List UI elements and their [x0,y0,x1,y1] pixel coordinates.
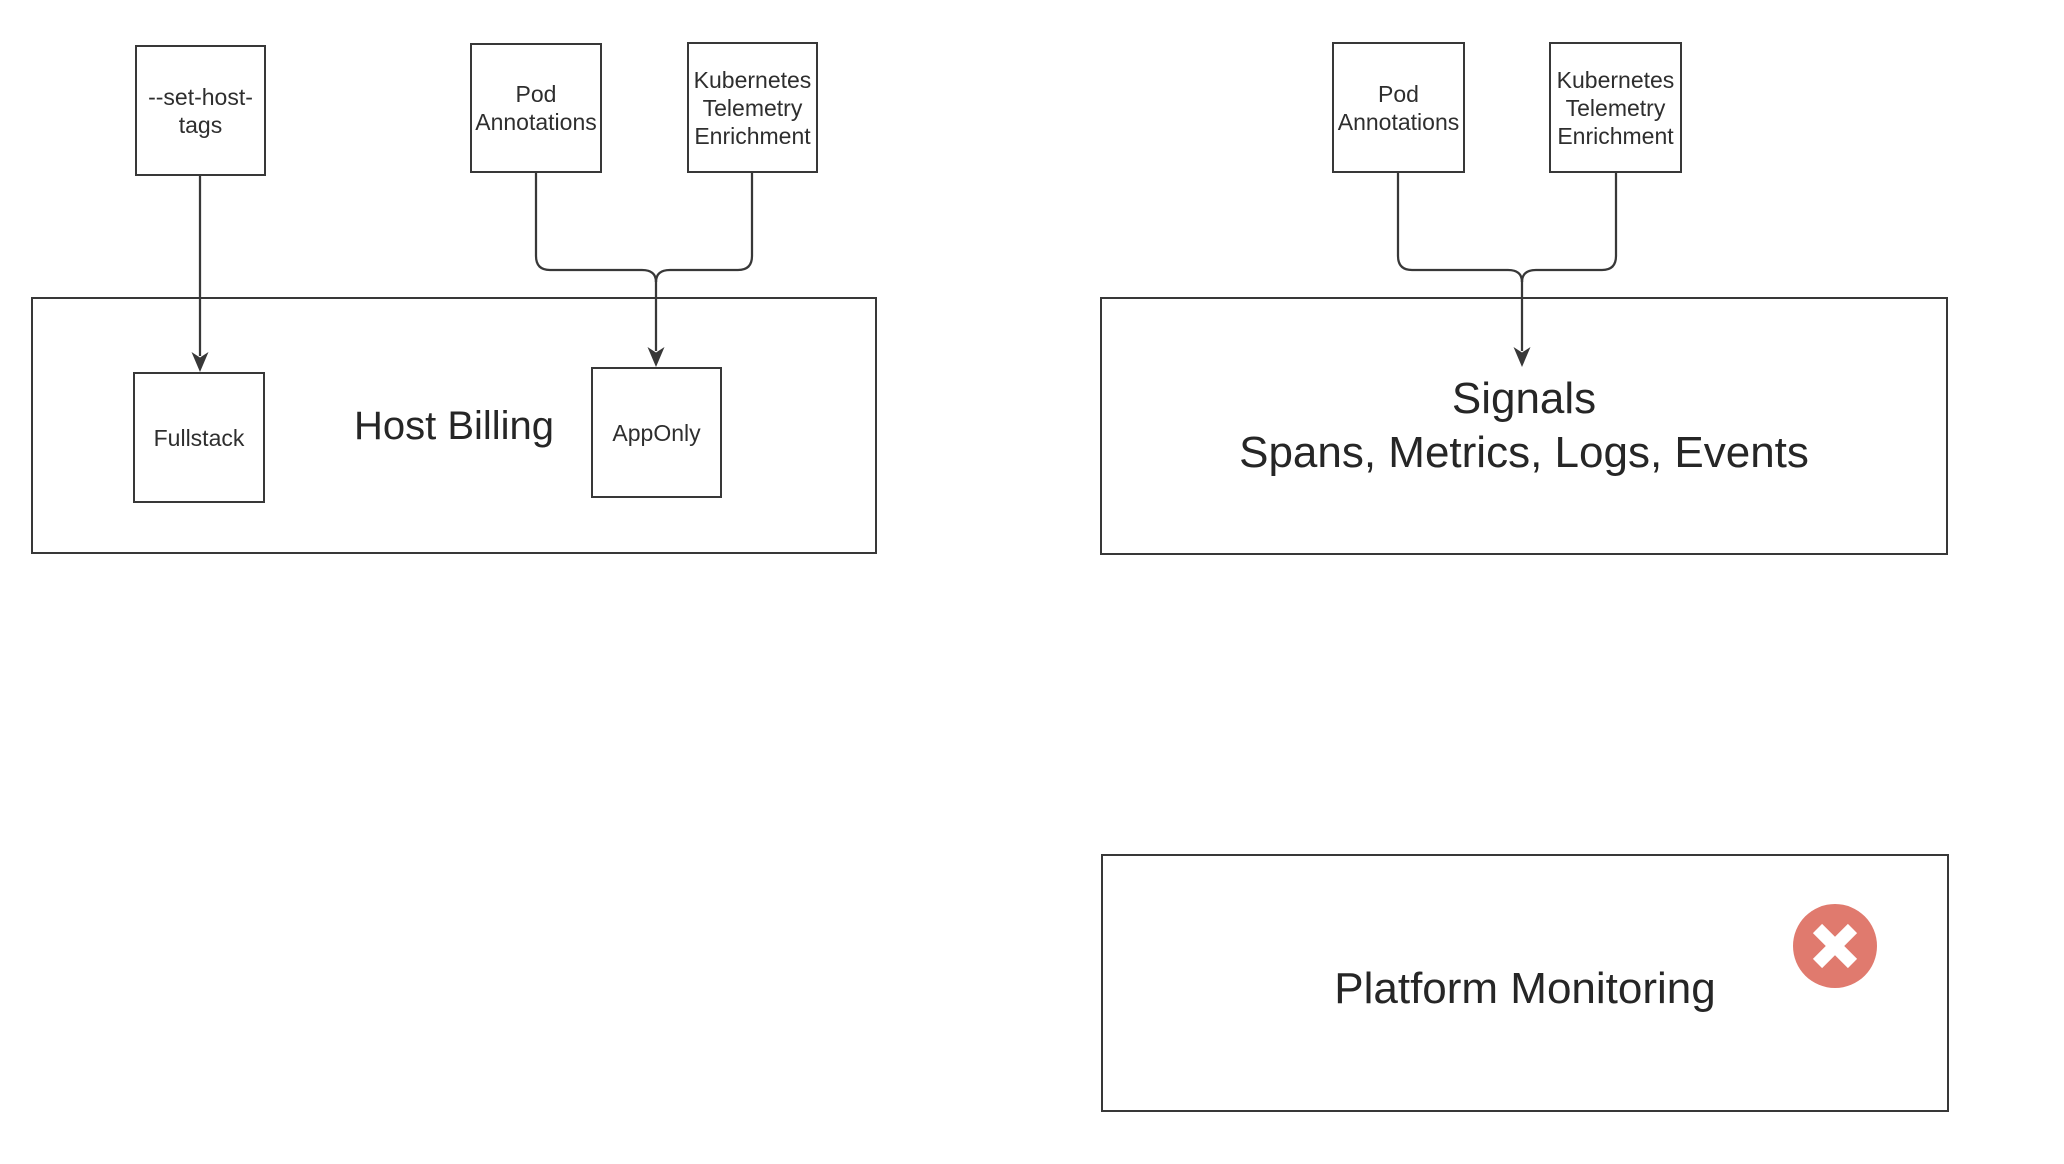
arrowhead-fullstack [191,352,209,372]
node-pod-annotations-left: Pod Annotations [470,43,602,173]
pod-annotations-left-label: Pod Annotations [475,81,597,135]
signals-title: Signals [1451,374,1597,423]
error-x-icon [1793,904,1877,988]
apponly-label: AppOnly [612,419,701,446]
signals-subtitle: Spans, Metrics, Logs, Events [1239,428,1809,477]
platform-monitoring-container: Platform Monitoring [1101,854,1949,1112]
arrowhead-apponly [647,347,665,367]
platform-monitoring-title: Platform Monitoring [1334,964,1716,1013]
connector-kub-right-branch [1520,173,1618,283]
connector-pod-right-branch [1396,173,1524,283]
node-kubernetes-telemetry-left: Kubernetes Telemetry Enrichment [687,42,818,173]
set-host-tags-label: --set-host- tags [148,83,253,138]
signals-container: Signals Spans, Metrics, Logs, Events [1100,297,1948,555]
arrowhead-signals [1513,347,1531,367]
node-pod-annotations-right: Pod Annotations [1332,42,1465,173]
host-billing-container: Host Billing [31,297,877,554]
node-apponly: AppOnly [591,367,722,498]
error-x-stroke-2 [1812,923,1858,969]
node-set-host-tags: --set-host- tags [135,45,266,176]
node-kubernetes-telemetry-right: Kubernetes Telemetry Enrichment [1549,42,1682,173]
fullstack-label: Fullstack [153,424,245,451]
pod-annotations-right-label: Pod Annotations [1337,80,1460,135]
host-billing-title: Host Billing [353,403,555,448]
connector-pod-left-branch [534,173,658,283]
kubernetes-telemetry-right-label: Kubernetes Telemetry Enrichment [1556,66,1675,149]
node-fullstack: Fullstack [133,372,265,503]
kubernetes-telemetry-left-label: Kubernetes Telemetry Enrichment [693,66,812,149]
connector-kub-left-branch [654,173,754,283]
